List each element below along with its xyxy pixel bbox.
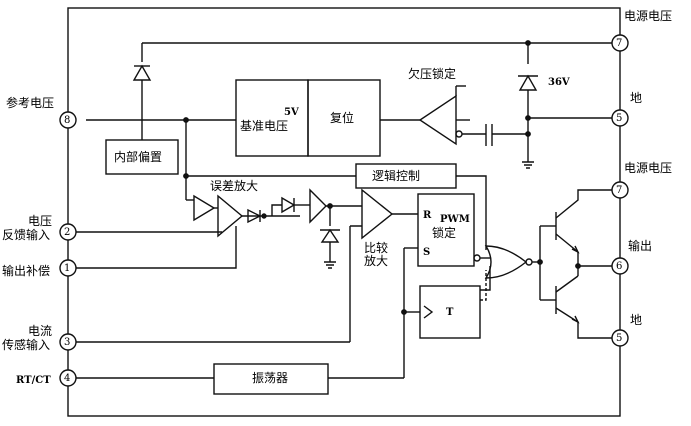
diode-1 — [247, 208, 262, 224]
zener-clamp — [320, 228, 340, 243]
nor-gate — [484, 245, 533, 279]
label-rtct: RT/CT — [16, 375, 51, 386]
label-cur-sense-2: 传感输入 — [2, 338, 51, 352]
pin-1-number: 1 — [64, 263, 71, 274]
compare-amp — [361, 188, 394, 240]
pin-8 — [59, 111, 77, 129]
internal-bias-box — [105, 139, 179, 175]
pin-4 — [59, 369, 77, 387]
pin-5-right — [611, 329, 629, 347]
ground-top — [522, 161, 534, 169]
label-cur-sense-1: 电流 — [28, 324, 53, 338]
oscillator-box — [213, 363, 329, 395]
pin-5-right-number: 5 — [616, 333, 623, 344]
label-volt-fb-2: 反馈输入 — [2, 228, 51, 242]
pin-3-number: 3 — [64, 337, 71, 348]
pin-5-top-number: 5 — [616, 113, 623, 124]
label-logic: 逻辑控制 — [372, 169, 421, 183]
pin-7-top-number: 7 — [616, 38, 623, 49]
label-latch: 锁定 — [432, 226, 457, 240]
diode-2 — [281, 196, 296, 214]
label-reset: 复位 — [330, 111, 355, 125]
label-t: T — [446, 307, 454, 318]
pin-1 — [59, 259, 77, 277]
label-output-comp: 输出补偿 — [2, 264, 51, 278]
pin-3 — [59, 333, 77, 351]
ground-clamp — [324, 261, 336, 269]
reset-box — [307, 79, 381, 157]
label-36v: 36V — [548, 77, 570, 88]
diode-bias — [132, 64, 152, 81]
label-gnd-right: 地 — [630, 313, 643, 327]
label-comp-1: 比较 — [364, 241, 389, 255]
zener-36v — [518, 74, 538, 91]
label-gnd-top: 地 — [630, 91, 643, 105]
pin-8-number: 8 — [64, 115, 71, 126]
label-s: S — [423, 247, 431, 258]
label-vcc-top: 电源电压 — [624, 9, 673, 23]
label-error-amp: 误差放大 — [210, 179, 259, 193]
pin-7-right-number: 7 — [616, 185, 623, 196]
comp-line — [76, 226, 237, 269]
chip-outline — [67, 7, 621, 417]
pin-5-top — [611, 109, 629, 127]
label-internal-bias: 内部偏置 — [114, 150, 163, 164]
pin-6 — [611, 257, 629, 275]
label-pwm: PWM — [440, 214, 470, 225]
label-vc-right: 电源电压 — [624, 161, 673, 175]
pwm-latch-box — [417, 193, 475, 267]
label-5v: 5V — [284, 107, 299, 118]
uvlo-comparator — [418, 85, 470, 146]
upper-transistor — [555, 189, 612, 254]
pin-7-right — [611, 181, 629, 199]
buffer — [309, 188, 327, 224]
label-ref-voltage: 参考电压 — [6, 96, 55, 110]
pin-2 — [59, 223, 77, 241]
lower-transistor — [555, 275, 612, 339]
label-ref-5v: 基准电压 — [240, 119, 289, 133]
label-volt-fb-1: 电压 — [28, 214, 53, 228]
pin-4-number: 4 — [64, 373, 71, 384]
label-oscillator: 振荡器 — [252, 371, 289, 385]
pin-2-number: 2 — [64, 227, 71, 238]
pin-6-number: 6 — [616, 261, 623, 272]
label-output: 输出 — [628, 239, 653, 253]
error-amp — [193, 194, 244, 238]
label-comp-2: 放大 — [364, 254, 389, 268]
capacitor — [485, 124, 493, 146]
label-r: R — [423, 210, 432, 221]
label-uvlo: 欠压锁定 — [408, 67, 457, 81]
pin-7-top — [611, 34, 629, 52]
